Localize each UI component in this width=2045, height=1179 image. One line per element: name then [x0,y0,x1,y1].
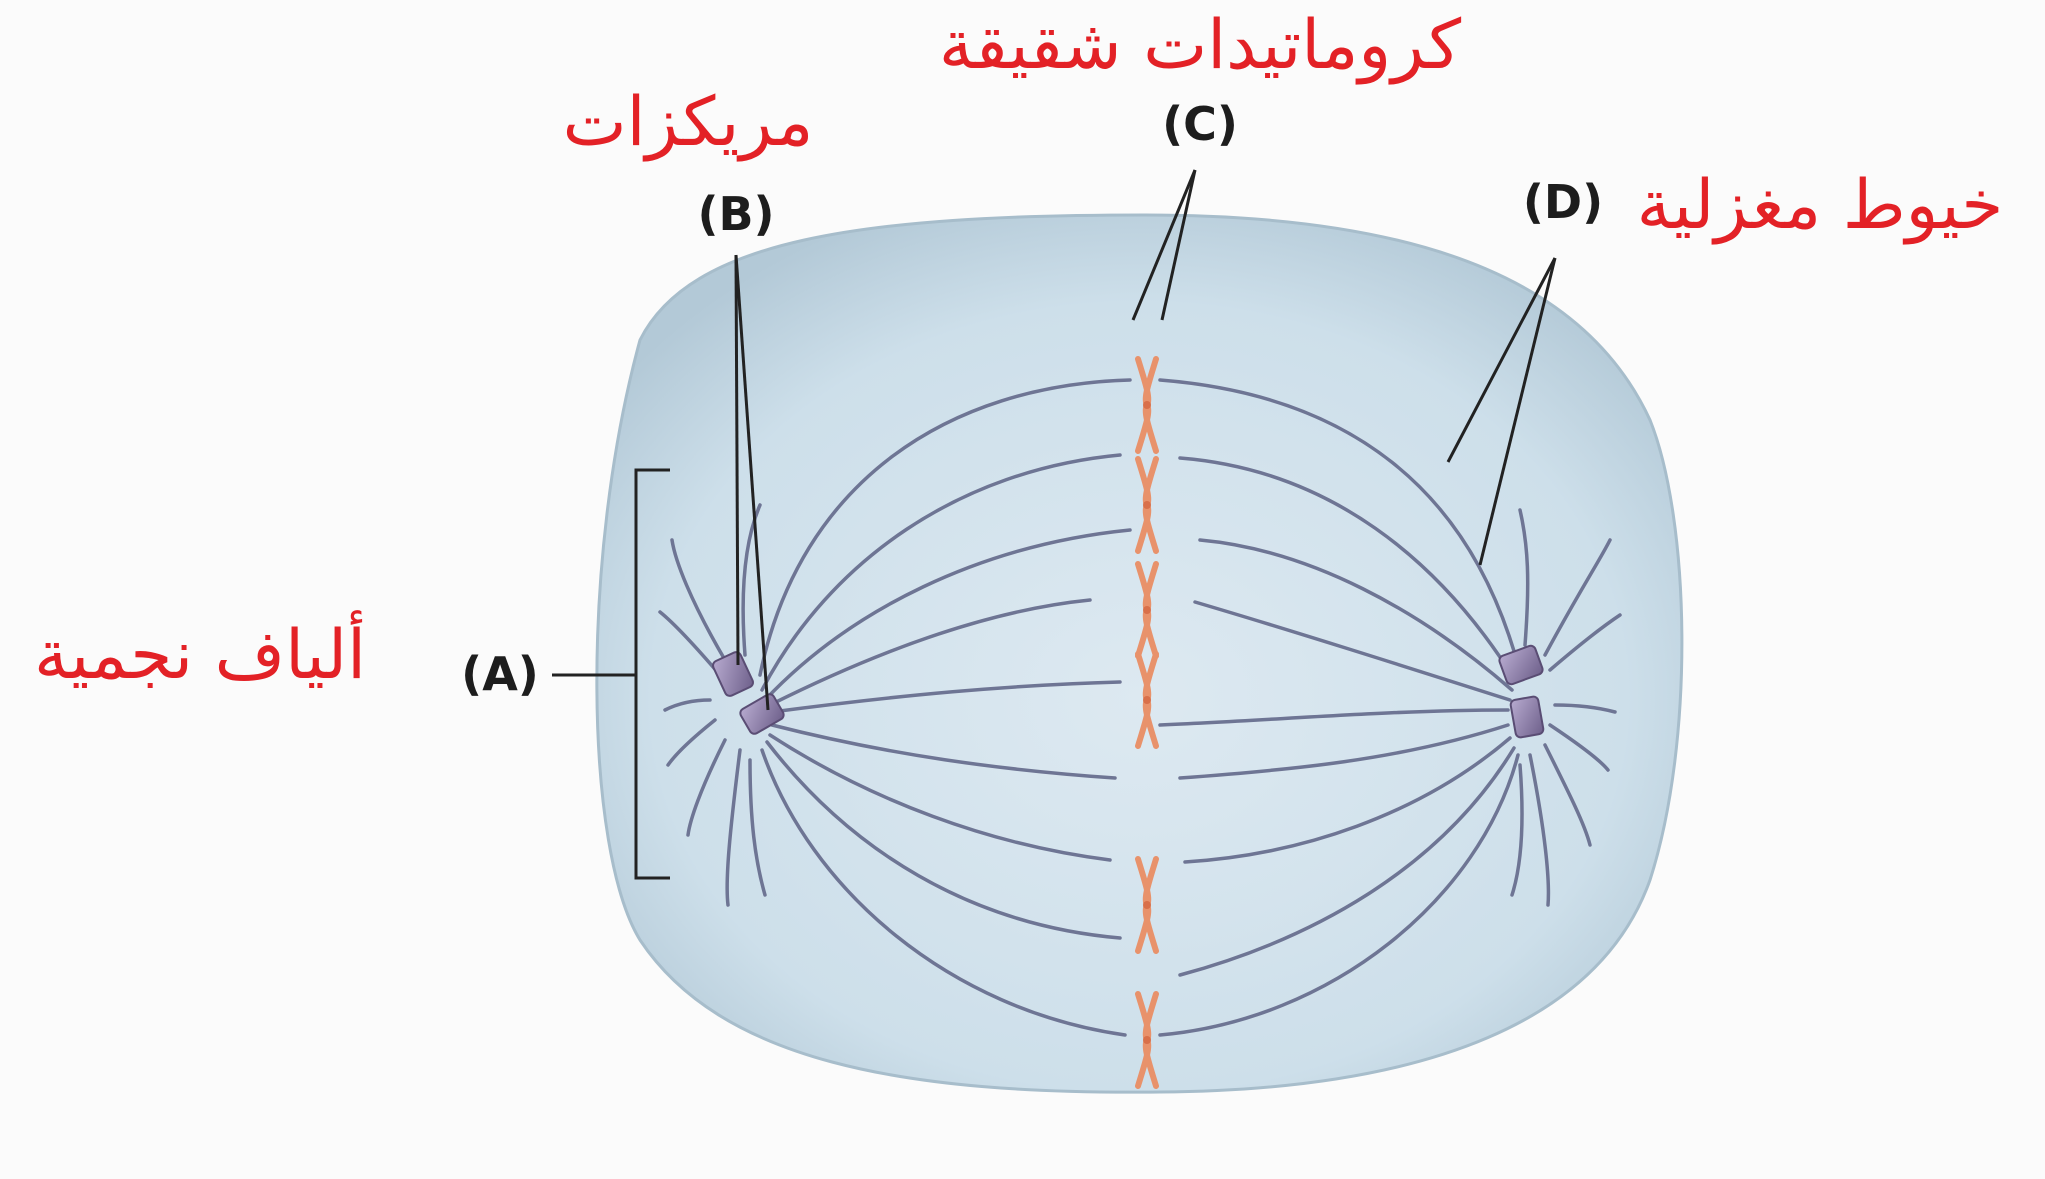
centromere [1143,1036,1151,1044]
right-centrioles [1498,644,1545,739]
centriole [1509,695,1545,739]
centromere [1143,606,1151,614]
centromere [1143,696,1151,704]
chromatid-pair [1135,456,1159,554]
leader-b2 [734,254,770,711]
sister-chromatids [1135,356,1159,1089]
centriole [739,693,785,735]
chromatid-pair [1135,856,1159,954]
spindle-fibers [658,378,1622,1037]
leader-d1 [1446,257,1557,463]
label-text-a: ألياف نجمية [34,610,366,695]
left-centrioles [712,651,785,735]
leader-lines [552,169,1557,880]
label-text-b: مريكزات [563,83,814,162]
centriole [712,651,754,697]
chromatid-pair [1135,561,1159,659]
leader-c2 [1160,169,1197,321]
centriole [1498,644,1544,686]
label-letter-a: (A) [461,647,539,701]
label-text-c: كروماتيدات شقيقة [939,6,1462,85]
chromatid-pair [1135,651,1159,749]
leader-b1 [734,254,740,666]
label-letter-d: (D) [1523,175,1603,229]
label-letter-b: (B) [697,187,774,241]
chromatid-pair [1135,356,1159,454]
label-letter-c: (C) [1162,97,1238,151]
leader-c1 [1131,169,1197,321]
centromere [1143,401,1151,409]
leader-d2 [1478,257,1557,566]
centromere [1143,501,1151,509]
chromatid-pair [1135,991,1159,1089]
centromere [1143,901,1151,909]
label-text-d: خيوط مغزلية [1637,166,2004,245]
